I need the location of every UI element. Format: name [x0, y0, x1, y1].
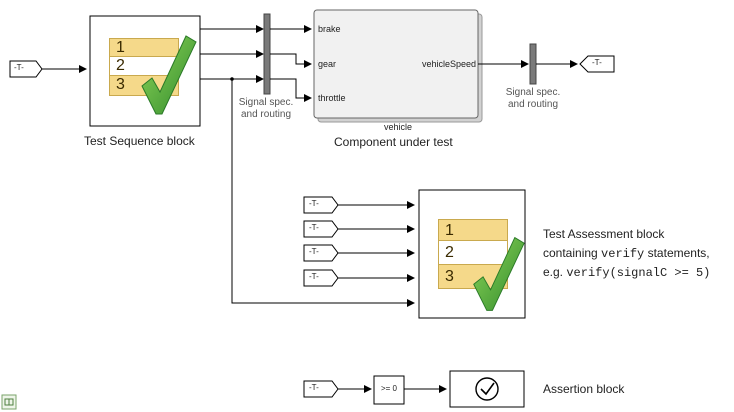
mux-2-caption: Signal spec. and routing — [505, 87, 561, 110]
signal-routing-mux-1[interactable] — [263, 13, 271, 95]
vehicle-name: vehicle — [383, 122, 412, 132]
wire-branch-to-assessment — [231, 79, 415, 307]
from-tag-assessment-3-label: -T- — [309, 247, 319, 256]
sequence-row-1: 1 — [109, 38, 179, 57]
test-sequence-caption: Test Sequence block — [84, 134, 195, 148]
assessment-row-2: 2 — [438, 241, 508, 265]
goto-tag-output-label: -T- — [592, 58, 602, 67]
assertion-caption: Assertion block — [543, 382, 625, 396]
branch-dot — [230, 77, 234, 81]
from-tag-assessment-3[interactable] — [303, 244, 339, 262]
check-mark-icon-sequence — [141, 35, 197, 115]
from-tag-input[interactable] — [9, 60, 43, 78]
vehicle-port-speed: vehicleSpeed — [421, 59, 476, 69]
assessment-row-1: 1 — [438, 219, 508, 241]
assertion-block[interactable] — [449, 370, 525, 408]
check-circle-icon — [475, 377, 499, 401]
from-tag-assessment-2[interactable] — [303, 220, 339, 238]
goto-tag-output[interactable] — [579, 55, 615, 73]
test-sequence-rows: 1 2 3 — [109, 38, 179, 96]
vehicle-port-gear: gear — [318, 59, 337, 69]
assessment-caption-line1: Test Assessment block — [543, 227, 665, 241]
from-tag-assessment-1[interactable] — [303, 196, 339, 214]
check-mark-icon — [480, 382, 495, 396]
mux-1-caption: Signal spec. and routing — [238, 97, 294, 120]
from-tag-assessment-4[interactable] — [303, 269, 339, 287]
check-mark-icon-assessment — [473, 236, 525, 311]
vehicle-subsystem-block[interactable] — [313, 9, 483, 123]
vehicle-port-brake: brake — [318, 24, 341, 34]
vehicle-caption: Component under test — [334, 135, 453, 149]
from-tag-assessment-1-label: -T- — [309, 199, 319, 208]
from-tag-input-label: -T- — [14, 63, 24, 72]
from-tag-assertion[interactable] — [303, 380, 339, 398]
model-browser-icon[interactable] — [1, 394, 17, 410]
assessment-caption-line2: containing verify statements, — [543, 246, 710, 261]
from-tag-assessment-4-label: -T- — [309, 272, 319, 281]
assessment-caption-line3: e.g. verify(signalC >= 5) — [543, 265, 711, 280]
wire-throttle — [270, 78, 312, 102]
from-tag-assertion-label: -T- — [309, 383, 319, 392]
from-tag-assessment-2-label: -T- — [309, 223, 319, 232]
wire-gear — [270, 53, 312, 68]
vehicle-port-throttle: throttle — [318, 93, 346, 103]
compare-to-zero-block[interactable] — [373, 375, 405, 405]
compare-block-label: >= 0 — [380, 384, 397, 393]
signal-routing-mux-2[interactable] — [529, 43, 537, 85]
